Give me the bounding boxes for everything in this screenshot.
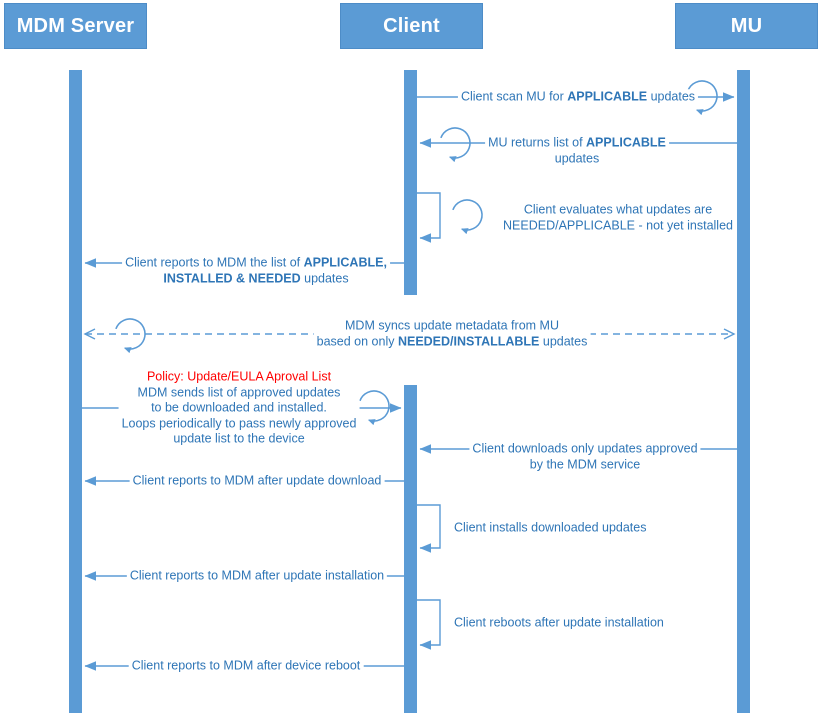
message-sync-metadata-label: MDM syncs update metadata from MU based …	[313, 318, 591, 350]
message-download-approved-label: Client downloads only updates approved b…	[469, 441, 701, 473]
message-install-updates-self	[417, 504, 441, 553]
actor-mu-label: MU	[730, 14, 763, 37]
message-report-list-label: Client reports to MDM the list of APPLIC…	[122, 255, 390, 287]
message-reboot-label: Client reboots after update installation	[451, 615, 667, 631]
lifeline-client-lower	[404, 385, 417, 713]
lifeline-mdm-server	[69, 70, 82, 713]
lifeline-mu	[737, 70, 750, 713]
message-install-updates-label: Client installs downloaded updates	[451, 520, 650, 536]
message-evaluate-updates-self	[417, 192, 482, 243]
actor-mdm-server-label: MDM Server	[16, 14, 135, 37]
loop-icon	[360, 391, 389, 421]
loop-icon	[453, 200, 482, 230]
loop-icon	[116, 319, 145, 349]
actor-client: Client	[340, 3, 483, 49]
message-scan-mu-label: Client scan MU for APPLICABLE updates	[457, 89, 699, 105]
message-policy-push-label: Policy: Update/EULA Aproval List MDM sen…	[118, 369, 360, 447]
message-report-download-label: Client reports to MDM after update downl…	[129, 473, 385, 489]
message-reboot-self	[417, 599, 441, 650]
lifeline-client-upper	[404, 70, 417, 295]
message-evaluate-updates-label: Client evaluates what updates are NEEDED…	[500, 202, 736, 234]
policy-title: Policy: Update/EULA Aproval List	[146, 369, 332, 384]
message-report-reboot-label: Client reports to MDM after device reboo…	[128, 658, 364, 674]
message-report-install-label: Client reports to MDM after update insta…	[126, 568, 388, 584]
actor-mdm-server: MDM Server	[4, 3, 147, 49]
message-return-applicable-label: MU returns list of APPLICABLE updates	[485, 135, 669, 167]
actor-mu: MU	[675, 3, 818, 49]
actor-client-label: Client	[383, 14, 440, 37]
